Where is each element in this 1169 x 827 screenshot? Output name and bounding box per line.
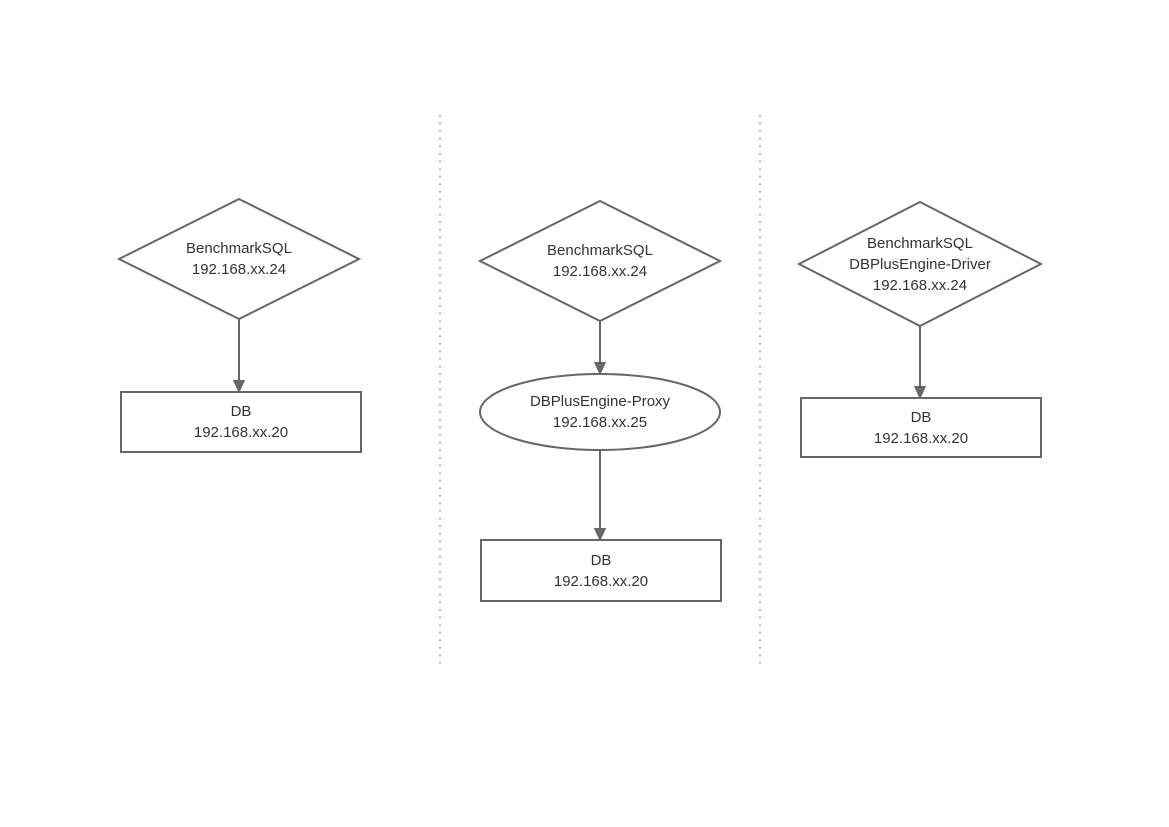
diamond-shape-benchmarksql-1	[116, 197, 362, 321]
flow-arrow-head	[233, 380, 245, 393]
proxy-ellipse-shape	[479, 373, 721, 451]
db-rect-shape-3	[800, 397, 1042, 458]
db-rect-shape-1	[120, 391, 362, 453]
diamond-shape-benchmarksql-driver	[796, 200, 1044, 328]
diamond-shape-benchmarksql-2	[477, 199, 723, 323]
flow-arrow-head	[594, 528, 606, 541]
flow-arrow-head	[594, 362, 606, 375]
db-rect-shape-2	[480, 539, 722, 602]
flow-arrow-head	[914, 386, 926, 399]
